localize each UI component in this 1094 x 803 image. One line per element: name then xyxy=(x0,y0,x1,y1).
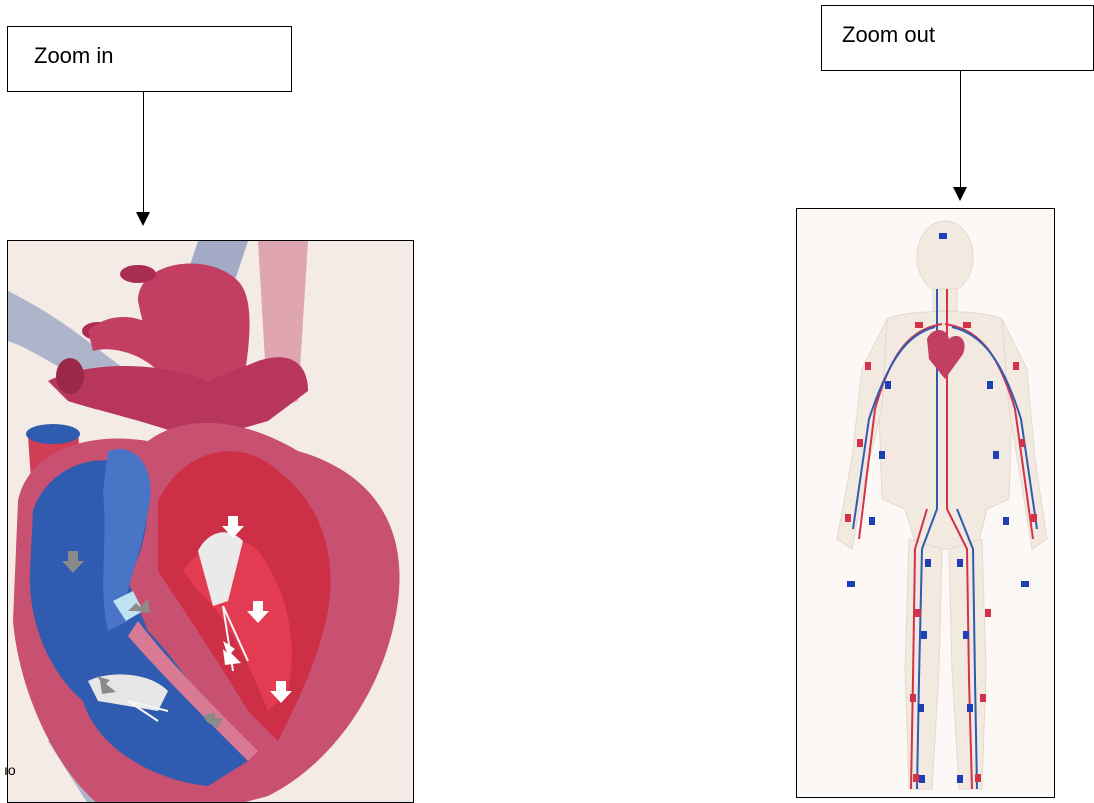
zoom-in-arrow-line xyxy=(143,92,144,212)
zoom-out-arrow-head xyxy=(953,187,967,201)
body-drawing xyxy=(797,209,1055,798)
aorta-branch-1 xyxy=(120,265,156,283)
zoom-out-label-box: Zoom out xyxy=(821,5,1094,71)
zoom-out-arrow-line xyxy=(960,71,961,187)
zoom-in-label: Zoom in xyxy=(34,43,113,68)
vena-cava-opening xyxy=(26,424,80,444)
zoom-out-label: Zoom out xyxy=(842,22,935,47)
zoom-in-arrow-head xyxy=(136,212,150,226)
heart-drawing xyxy=(8,241,414,803)
heart-illustration xyxy=(7,240,414,803)
body-illustration xyxy=(796,208,1055,798)
fragment-text: ıo xyxy=(4,762,16,778)
zoom-in-label-box: Zoom in xyxy=(7,26,292,92)
body-silhouette xyxy=(837,221,1047,789)
